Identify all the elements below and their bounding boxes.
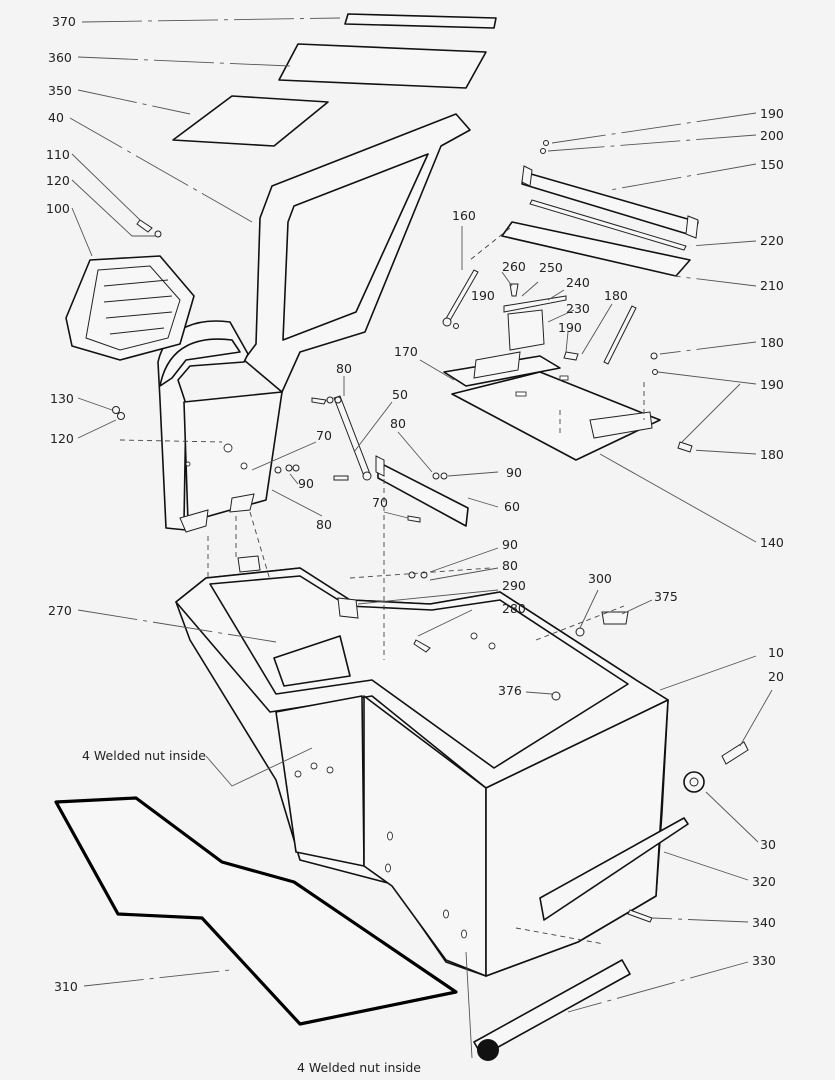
alignment-lines xyxy=(119,227,645,945)
label-190d: 190 xyxy=(760,377,784,392)
label-70a: 70 xyxy=(316,428,332,443)
part-labels: 370 360 350 40 110 120 100 130 120 270 4… xyxy=(46,14,784,1075)
label-130: 130 xyxy=(50,391,74,406)
label-80c: 80 xyxy=(390,416,406,431)
leader-lines xyxy=(69,17,773,1059)
label-20: 20 xyxy=(768,669,784,684)
part-330-rod xyxy=(473,959,631,1061)
label-180b: 180 xyxy=(760,335,784,350)
label-110: 110 xyxy=(46,147,70,162)
label-50: 50 xyxy=(392,387,408,402)
part-310-gasket xyxy=(54,796,458,1026)
label-320: 320 xyxy=(752,874,776,889)
label-120a: 120 xyxy=(46,173,70,188)
label-90c: 90 xyxy=(502,537,518,552)
part-180-rod xyxy=(603,305,693,453)
part-220-strip xyxy=(529,199,687,251)
label-250: 250 xyxy=(539,260,563,275)
hardware-240-260 xyxy=(503,283,579,361)
label-80b: 80 xyxy=(316,517,332,532)
label-230: 230 xyxy=(566,301,590,316)
part-140-base-plate xyxy=(451,371,661,461)
label-350: 350 xyxy=(48,83,72,98)
label-280: 280 xyxy=(502,601,526,616)
label-220: 220 xyxy=(760,233,784,248)
label-190a: 190 xyxy=(760,106,784,121)
label-310: 310 xyxy=(54,979,78,994)
label-80d: 80 xyxy=(502,558,518,573)
label-180c: 180 xyxy=(760,447,784,462)
label-300: 300 xyxy=(588,571,612,586)
label-360: 360 xyxy=(48,50,72,65)
label-330: 330 xyxy=(752,953,776,968)
hardware-center xyxy=(274,395,469,579)
part-150-bar xyxy=(521,140,699,239)
label-376: 376 xyxy=(498,683,522,698)
label-240: 240 xyxy=(566,275,590,290)
part-160-rod xyxy=(442,269,479,329)
label-30: 30 xyxy=(760,837,776,852)
label-40: 40 xyxy=(48,110,64,125)
part-40-lid xyxy=(157,113,471,533)
hardware-20-30-340 xyxy=(627,741,749,923)
label-150: 150 xyxy=(760,157,784,172)
part-350-panel xyxy=(172,95,329,147)
part-170-bracket xyxy=(443,351,561,387)
part-360-panel xyxy=(278,43,487,89)
label-170: 170 xyxy=(394,344,418,359)
hardware-110-120 xyxy=(112,219,162,420)
label-90a: 90 xyxy=(298,476,314,491)
part-320-rail xyxy=(539,817,689,921)
label-270: 270 xyxy=(48,603,72,618)
label-370: 370 xyxy=(52,14,76,29)
label-190b: 190 xyxy=(471,288,495,303)
note-welded-nut-1: 4 Welded nut inside xyxy=(82,748,206,763)
part-210-sheet xyxy=(501,221,691,277)
label-80a: 80 xyxy=(336,361,352,376)
part-10-main-body xyxy=(175,555,669,977)
label-60: 60 xyxy=(504,499,520,514)
label-190c: 190 xyxy=(558,320,582,335)
label-375: 375 xyxy=(654,589,678,604)
label-100: 100 xyxy=(46,201,70,216)
note-welded-nut-2: 4 Welded nut inside xyxy=(297,1060,421,1075)
label-260: 260 xyxy=(502,259,526,274)
label-290: 290 xyxy=(502,578,526,593)
label-10: 10 xyxy=(768,645,784,660)
label-90b: 90 xyxy=(506,465,522,480)
label-180a: 180 xyxy=(604,288,628,303)
label-160: 160 xyxy=(452,208,476,223)
label-120b: 120 xyxy=(50,431,74,446)
label-200: 200 xyxy=(760,128,784,143)
label-340: 340 xyxy=(752,915,776,930)
part-100-vent-grille xyxy=(65,255,195,361)
label-140: 140 xyxy=(760,535,784,550)
label-210: 210 xyxy=(760,278,784,293)
label-70b: 70 xyxy=(372,495,388,510)
part-370-strip xyxy=(344,13,497,29)
